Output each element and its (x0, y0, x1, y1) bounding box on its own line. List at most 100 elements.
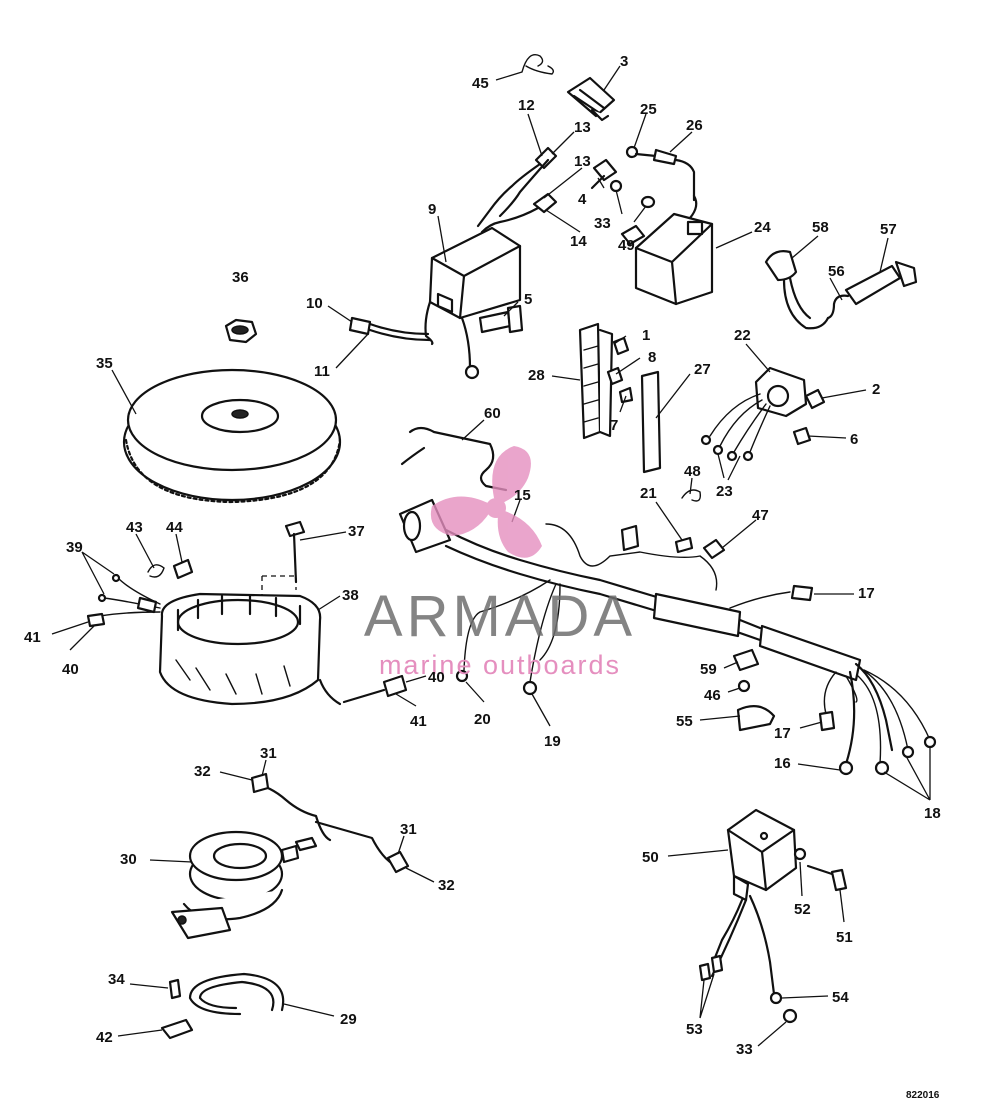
callout-25: 25 (640, 101, 657, 118)
part-screw-1 (612, 336, 630, 356)
callout-40: 40 (62, 661, 79, 678)
propeller-hub (486, 498, 506, 518)
callout-45: 45 (472, 75, 489, 92)
callout-5: 5 (524, 291, 532, 308)
leader-lines (51, 65, 931, 1047)
callout-32: 32 (438, 877, 455, 894)
callout-42: 42 (96, 1029, 113, 1046)
watermark-subtitle: marine outboards (379, 650, 621, 680)
callout-31: 31 (400, 821, 417, 838)
propeller-blade-left (430, 496, 490, 536)
callout-60: 60 (484, 405, 501, 422)
callout-58: 58 (812, 219, 829, 236)
callout-36: 36 (232, 269, 249, 286)
callout-17: 17 (858, 585, 875, 602)
callout-18: 18 (924, 805, 941, 822)
part-retainer-44 (172, 558, 194, 580)
callout-30: 30 (120, 851, 137, 868)
part-timer-base-30 (170, 830, 300, 940)
callout-22: 22 (734, 327, 751, 344)
part-screw-7 (618, 386, 634, 404)
callout-31: 31 (260, 745, 277, 762)
callout-34: 34 (108, 971, 125, 988)
part-power-pack-9 (424, 226, 522, 380)
part-stator-38 (158, 592, 342, 706)
part-wire-terminal-14 (480, 192, 558, 234)
callout-29: 29 (340, 1011, 357, 1028)
callout-17: 17 (774, 725, 791, 742)
callout-53: 53 (686, 1021, 703, 1038)
callout-21: 21 (640, 485, 657, 502)
callout-46: 46 (704, 687, 721, 704)
callout-14: 14 (570, 233, 587, 250)
part-wire-terminal-12 (476, 146, 558, 228)
part-sleeve-27 (640, 370, 662, 474)
part-retaining-ring-29 (188, 972, 285, 1016)
callout-28: 28 (528, 367, 545, 384)
part-screw-37 (284, 520, 306, 584)
part-screw-6 (792, 426, 812, 446)
callout-4: 4 (578, 191, 587, 208)
part-washer-46 (737, 679, 751, 693)
part-washer-33b (782, 1008, 798, 1024)
part-screw-34 (168, 978, 182, 1000)
callout-37: 37 (348, 523, 365, 540)
callout-50: 50 (642, 849, 659, 866)
propeller-blade-right (497, 510, 542, 558)
watermark-title: ARMADA (364, 584, 636, 649)
part-ground-wire-25-26 (625, 145, 696, 202)
callout-12: 12 (518, 97, 535, 114)
part-clip-43 (147, 564, 165, 578)
part-terminal-21 (674, 536, 694, 554)
callout-48: 48 (684, 463, 701, 480)
callout-56: 56 (828, 263, 845, 280)
callout-23: 23 (716, 483, 733, 500)
part-flywheel-35 (122, 368, 342, 504)
part-ignition-coil-24 (620, 194, 714, 306)
part-lead-wire-10-11 (348, 316, 432, 342)
part-screw-4 (590, 158, 618, 190)
callout-20: 20 (474, 711, 491, 728)
part-clip-48 (681, 489, 702, 502)
callout-54: 54 (832, 989, 849, 1006)
callout-15: 15 (514, 487, 531, 504)
callout-26: 26 (686, 117, 703, 134)
callout-32: 32 (194, 763, 211, 780)
callout-41: 41 (24, 629, 41, 646)
part-wire-clip-60 (400, 426, 508, 492)
part-clip-45 (521, 54, 555, 75)
callout-13: 13 (574, 119, 591, 136)
part-screw-5 (478, 304, 524, 334)
part-rectifier-22 (700, 366, 808, 462)
part-washer-52 (793, 847, 807, 861)
callout-19: 19 (544, 733, 561, 750)
part-washer-49 (640, 195, 656, 209)
callout-33: 33 (594, 215, 611, 232)
figure-code: 822016 (906, 1090, 940, 1101)
callout-40: 40 (428, 669, 445, 686)
callout-59: 59 (700, 661, 717, 678)
part-terminal-block-28 (578, 322, 614, 440)
callout-52: 52 (794, 901, 811, 918)
callout-labels: 45 3 12 13 13 25 26 4 33 9 14 49 24 58 5… (24, 53, 941, 1058)
callout-43: 43 (126, 519, 143, 536)
callout-11: 11 (314, 363, 330, 380)
parts-artwork (51, 54, 937, 1047)
callout-55: 55 (676, 713, 693, 730)
part-washer-33 (609, 179, 623, 193)
part-screw-51 (806, 864, 848, 892)
callout-24: 24 (754, 219, 771, 236)
callout-47: 47 (752, 507, 769, 524)
callout-16: 16 (774, 755, 791, 772)
part-regulator-50 (698, 808, 798, 1005)
callout-27: 27 (694, 361, 711, 378)
part-screw-8 (606, 366, 624, 386)
callout-8: 8 (648, 349, 656, 366)
watermark: ARMADA marine outboards (364, 446, 636, 680)
callout-35: 35 (96, 355, 113, 372)
callout-7: 7 (610, 417, 618, 434)
callout-41: 41 (410, 713, 427, 730)
callout-1: 1 (642, 327, 650, 344)
part-screw-59 (732, 648, 760, 672)
